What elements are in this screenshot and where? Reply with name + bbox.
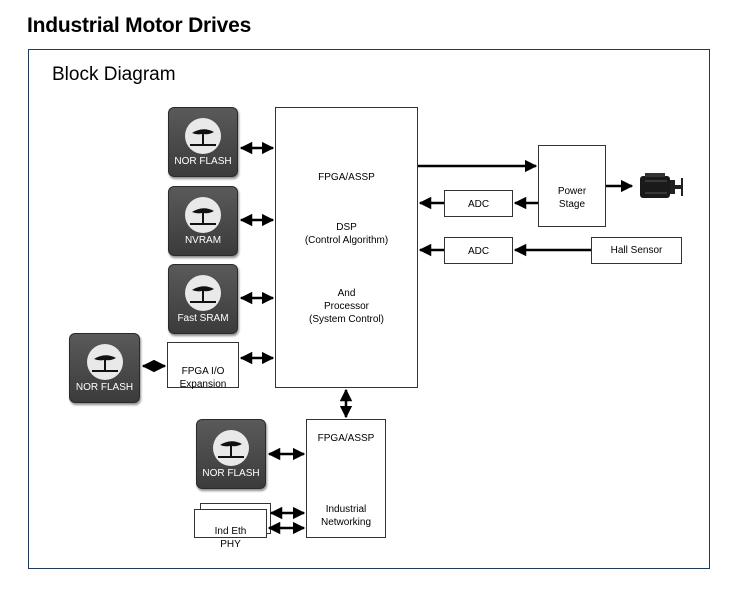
processor-label: And Processor (System Control) [308,288,384,325]
industrial-networking-label: Industrial Networking [320,504,372,528]
tree-logo-icon [185,197,221,233]
hall-sensor-block: Hall Sensor [591,237,682,264]
nor-flash-chip-3: NOR FLASH [196,419,266,489]
chip-label: NOR FLASH [174,156,232,167]
tree-logo-icon [213,430,249,466]
block-label: ADC [467,246,490,257]
tree-logo-icon [86,344,123,380]
adc-block-1: ADC [444,190,513,217]
fpga-io-expansion-block: FPGA I/O Expansion [167,342,239,390]
net-fpga-block: FPGA/ASSP Industrial Networking [306,419,386,538]
nor-flash-chip-1: NOR FLASH [168,107,238,177]
block-label: Hall Sensor [610,245,663,256]
main-fpga-label: FPGA/ASSP [318,172,375,183]
block-label: Ind Eth PHY [214,526,247,550]
power-stage-block: Power Stage [538,145,606,227]
nvram-chip: NVRAM [168,186,238,256]
adc-block-2: ADC [444,237,513,264]
ind-eth-phy-block: Ind Eth PHY [194,509,267,550]
block-label: ADC [467,199,490,210]
net-fpga-label: FPGA/ASSP [317,433,375,444]
page-title: Industrial Motor Drives [27,14,252,37]
nor-flash-chip-2: NOR FLASH [69,333,140,403]
chip-label: NOR FLASH [75,382,134,393]
block-label: FPGA I/O Expansion [179,366,227,390]
diagram-title: Block Diagram [52,64,176,85]
diagram-frame [28,49,710,569]
motor-icon [640,173,683,198]
tree-logo-icon [185,275,221,311]
tree-logo-icon [185,118,221,154]
block-label: Power Stage [557,186,587,210]
chip-label: NOR FLASH [202,468,260,479]
main-fpga-block: FPGA/ASSP DSP (Control Algorithm) And Pr… [275,107,418,388]
chip-label: Fast SRAM [177,313,229,324]
fast-sram-chip: Fast SRAM [168,264,238,334]
chip-label: NVRAM [184,235,222,246]
dsp-label: DSP (Control Algorithm) [304,222,389,246]
